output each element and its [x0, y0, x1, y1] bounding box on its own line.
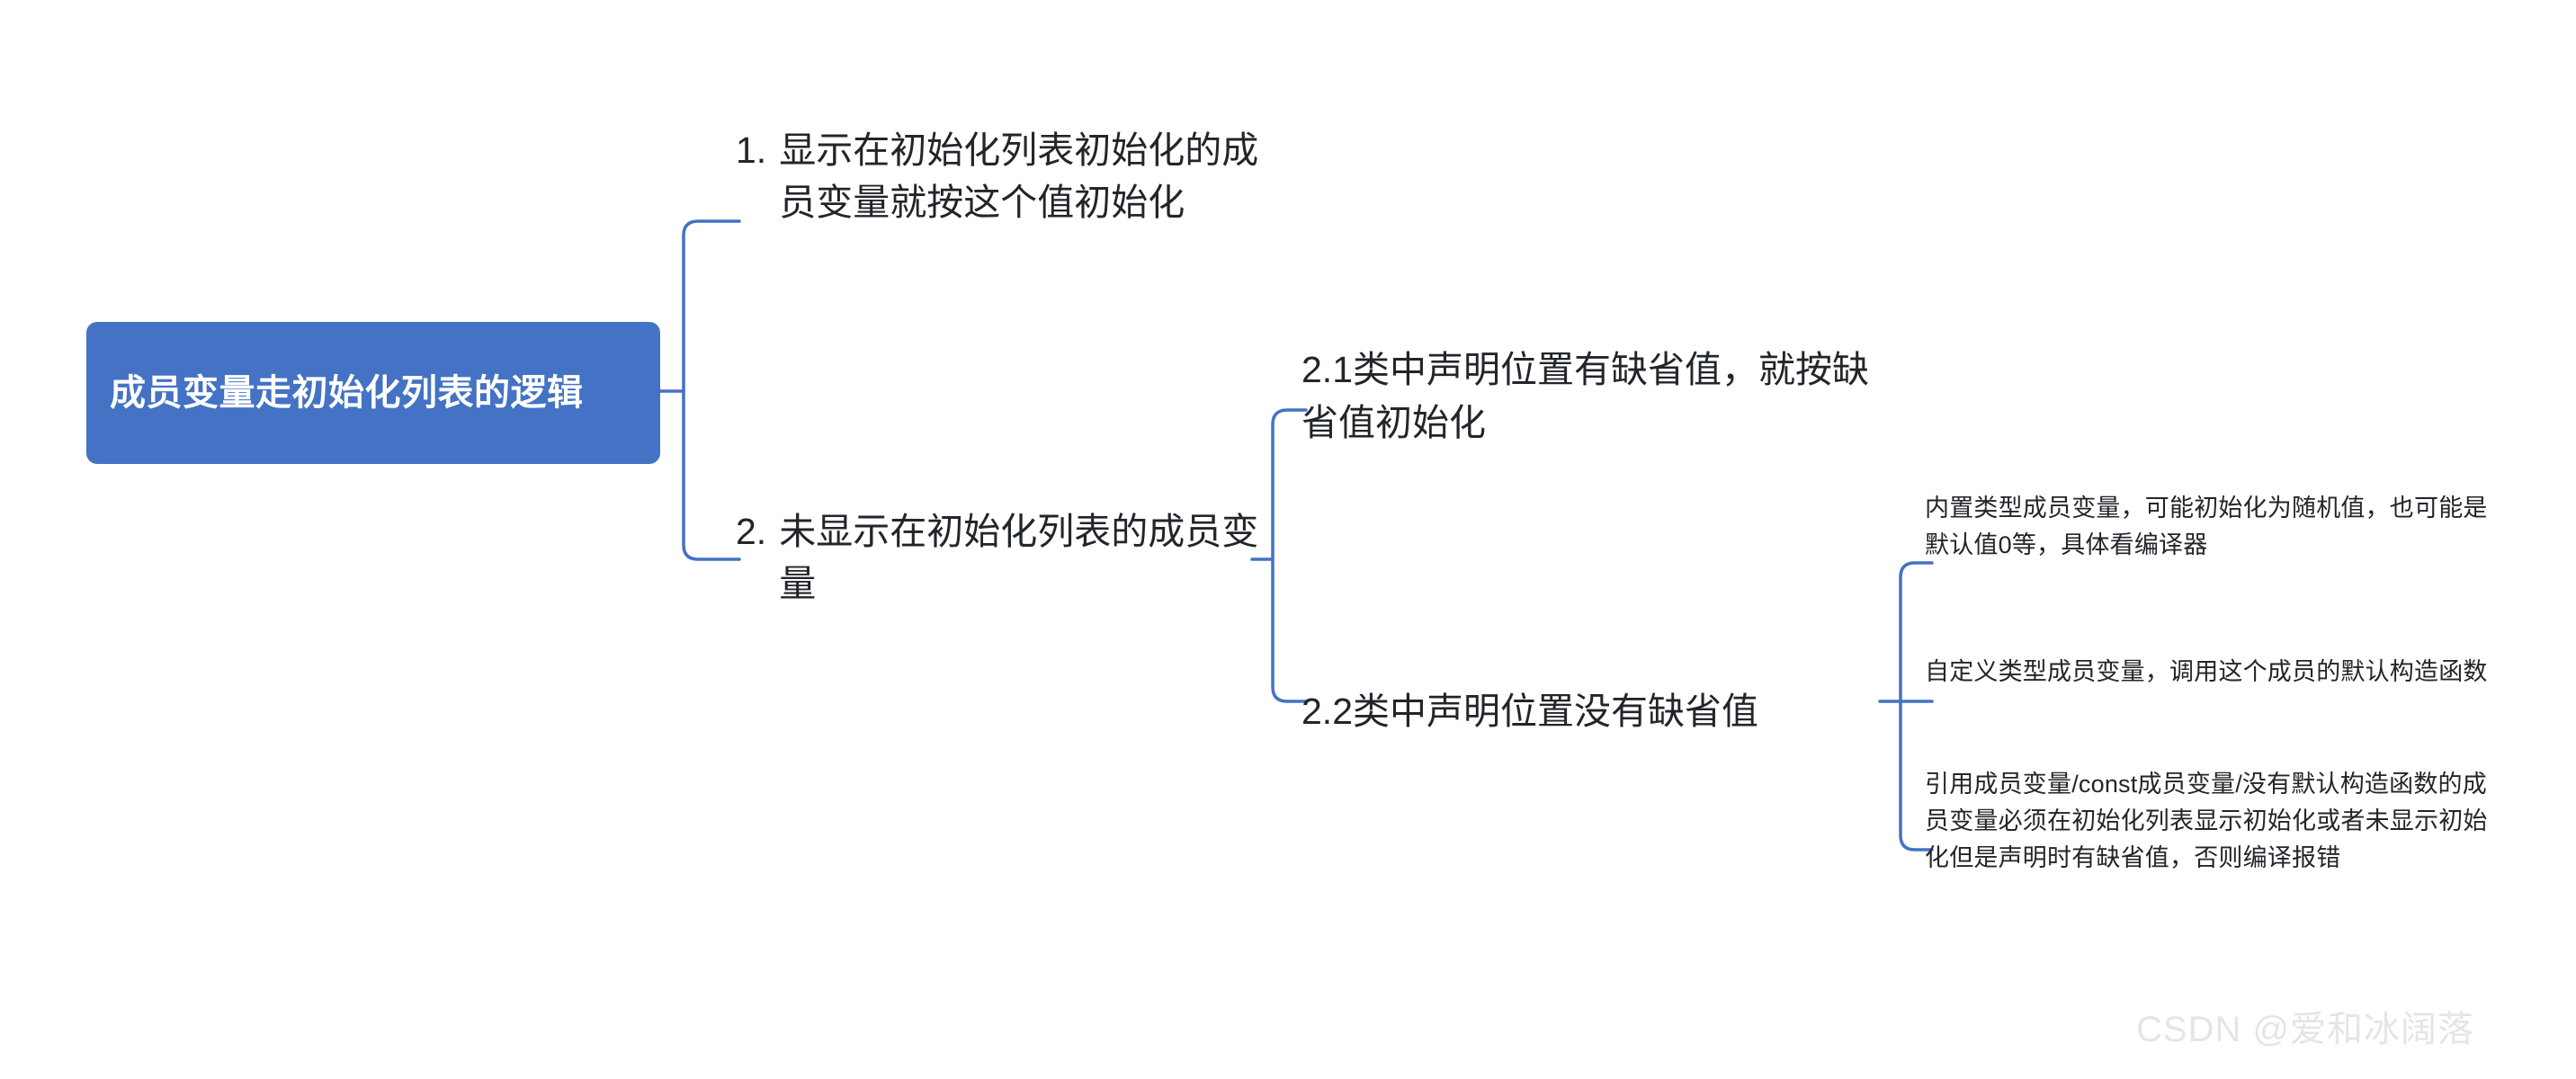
leaf-node-1[interactable]: 内置类型成员变量，可能初始化为随机值，也可能是默认值0等，具体看编译器	[1925, 490, 2509, 564]
branch-node-1[interactable]: 1. 显示在初始化列表初始化的成员变量就按这个值初始化	[736, 124, 1275, 228]
sub-node-2-1[interactable]: 2.1类中声明位置有缺省值，就按缺省值初始化	[1301, 343, 1895, 450]
branch-1-label: 显示在初始化列表初始化的成员变量就按这个值初始化	[779, 129, 1259, 224]
branch-node-2[interactable]: 2. 未显示在初始化列表的成员变量	[736, 505, 1275, 610]
root-node-label: 成员变量走初始化列表的逻辑	[110, 372, 584, 413]
csdn-watermark: CSDN @爱和冰阔落	[2136, 1010, 2475, 1049]
sub-node-2-1-label: 2.1类中声明位置有缺省值，就按缺省值初始化	[1301, 349, 1869, 444]
leaf-node-2[interactable]: 自定义类型成员变量，调用这个成员的默认构造函数	[1925, 654, 2509, 691]
leaf-node-3-label: 引用成员变量/const成员变量/没有默认构造函数的成员变量必须在初始化列表显示…	[1925, 771, 2488, 872]
leaf-node-1-label: 内置类型成员变量，可能初始化为随机值，也可能是默认值0等，具体看编译器	[1925, 495, 2488, 559]
connector-level1-branch1	[682, 219, 741, 393]
branch-2-label: 未显示在初始化列表的成员变量	[779, 511, 1259, 605]
connector-level2-node22	[1271, 557, 1308, 703]
leaf-node-2-label: 自定义类型成员变量，调用这个成员的默认构造函数	[1925, 658, 2488, 685]
sub-node-2-2-label: 2.2类中声明位置没有缺省值	[1301, 691, 1758, 732]
sub-node-2-2[interactable]: 2.2类中声明位置没有缺省值	[1301, 685, 1931, 738]
branch-1-number: 1.	[736, 129, 767, 171]
root-node[interactable]: 成员变量走初始化列表的逻辑	[86, 322, 660, 464]
leaf-node-3[interactable]: 引用成员变量/const成员变量/没有默认构造函数的成员变量必须在初始化列表显示…	[1925, 766, 2509, 877]
connector-level1-branch2	[682, 389, 741, 561]
branch-2-number: 2.	[736, 511, 767, 552]
